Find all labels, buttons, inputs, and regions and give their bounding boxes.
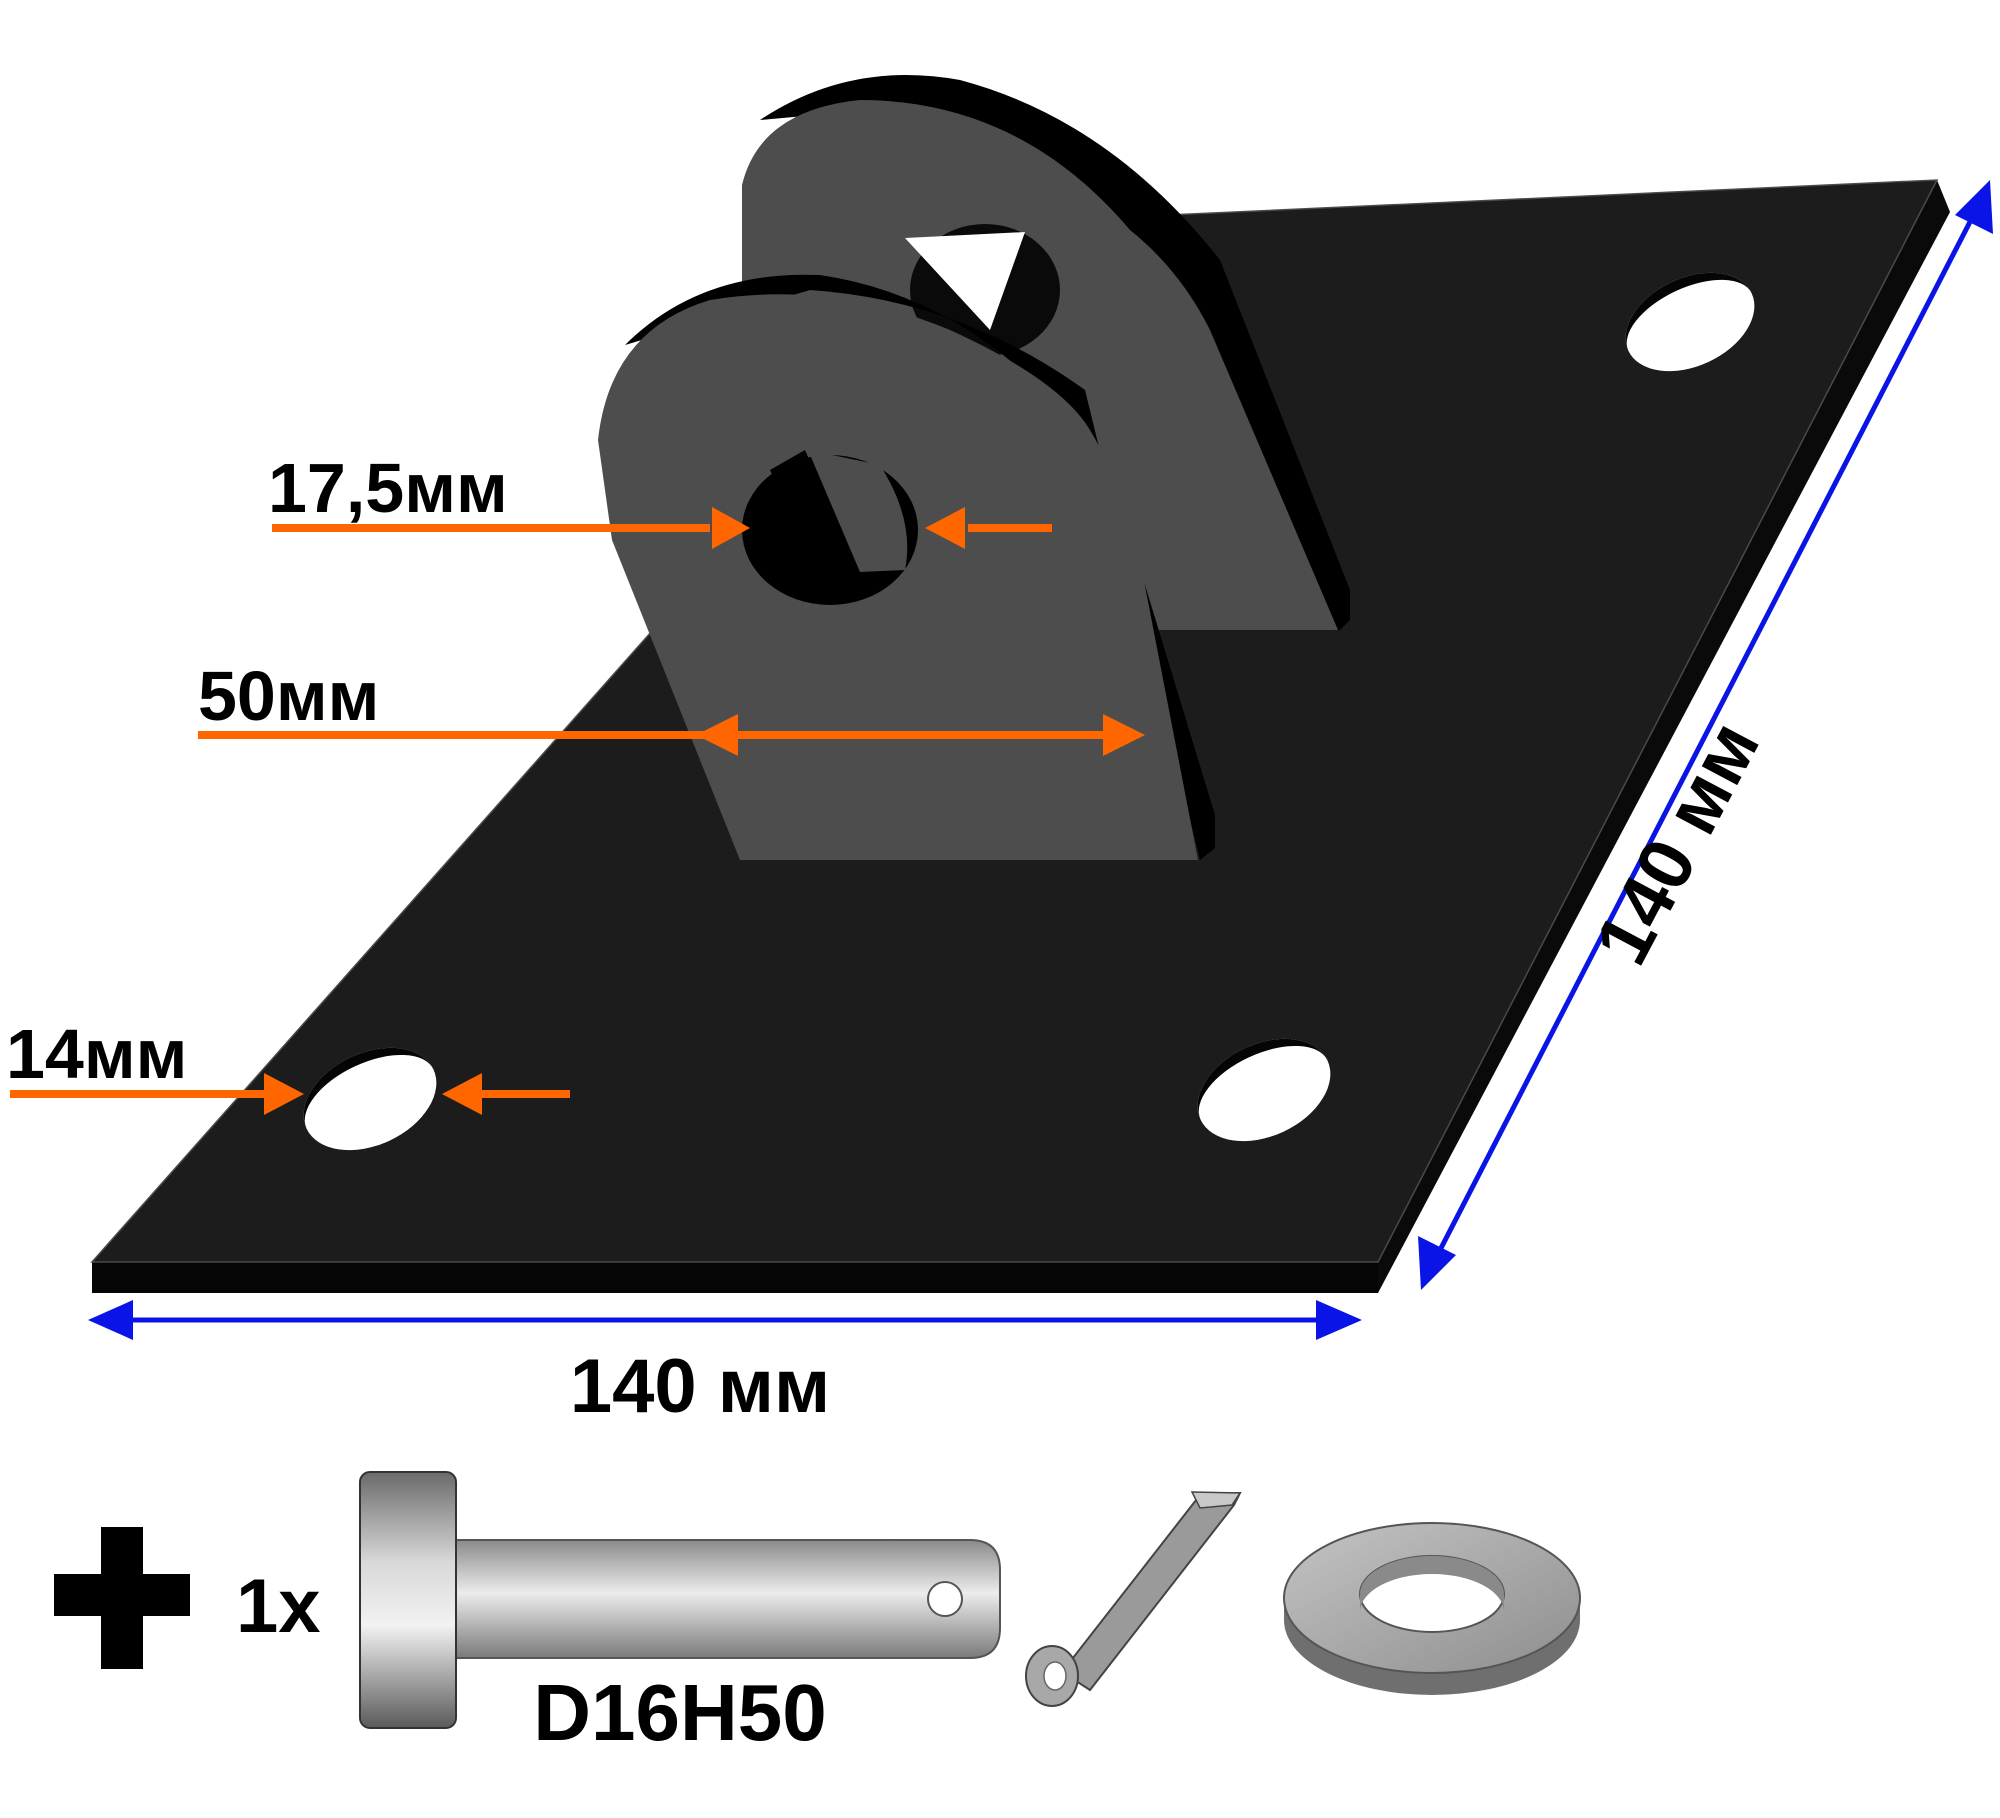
cotter-pin-icon (1025, 1491, 1242, 1707)
dimension-plate-width: 140 мм (88, 1300, 1362, 1429)
quantity-label: 1х (236, 1564, 321, 1649)
pin-code-label: D16H50 (533, 1668, 827, 1757)
plate-side-edge (1378, 180, 1950, 1293)
front-lug (598, 274, 1215, 860)
washer-icon (1283, 1522, 1581, 1695)
dimension-label-lug-hole: 17,5мм (268, 449, 508, 527)
dimension-label-lug-width: 50мм (198, 657, 379, 735)
plate-hole (1625, 272, 1755, 372)
plate-hole (303, 1047, 437, 1151)
dimension-lug-hole: 17,5мм (268, 449, 1052, 549)
dimension-plate-hole: 14мм (6, 1015, 570, 1115)
plus-icon (54, 1527, 190, 1669)
dimension-lug-width: 50мм (198, 657, 1145, 756)
dimension-label-plate-width: 140 мм (570, 1344, 830, 1429)
clevis-pin-icon (359, 1471, 1001, 1729)
plate-hole (1197, 1038, 1331, 1142)
plate-holes (303, 272, 1755, 1151)
plate-front-edge (92, 1262, 1378, 1293)
dimension-label-plate-hole: 14мм (6, 1015, 187, 1093)
